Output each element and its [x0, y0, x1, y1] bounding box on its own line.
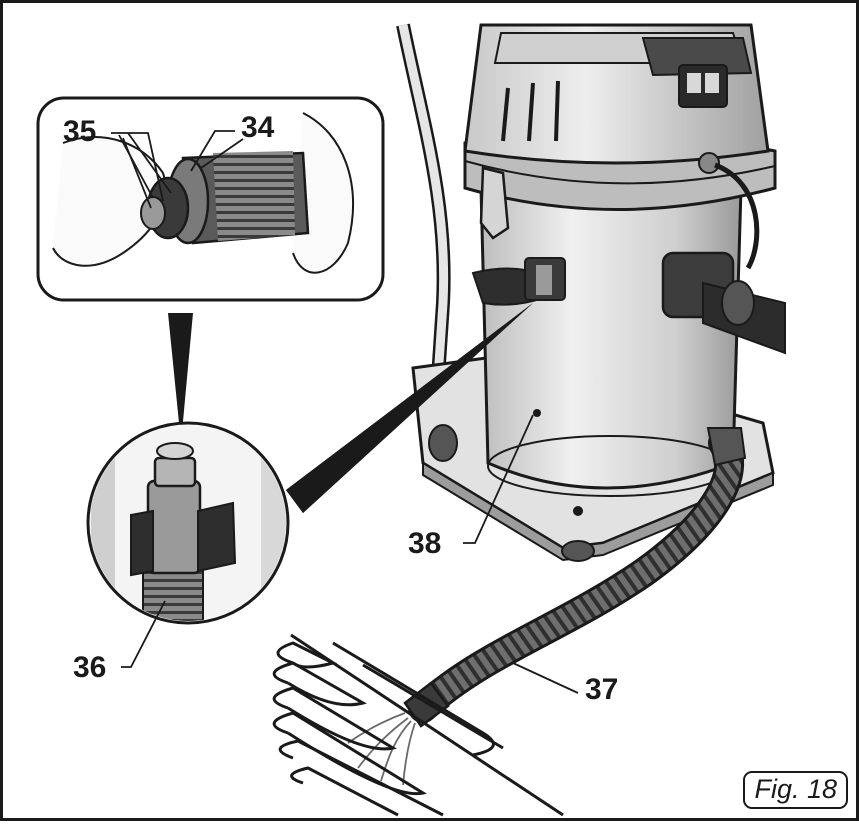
inset-hose-detail [86, 421, 290, 625]
tank-clamp [479, 166, 510, 240]
callout-37: 37 [585, 673, 619, 706]
hose-holder [471, 257, 566, 306]
vacuum-tank [479, 186, 743, 497]
figure-label: Fig. 18 [743, 771, 848, 809]
callout-36: 36 [73, 651, 107, 684]
power-cord [714, 162, 760, 270]
suction-intake [661, 251, 786, 355]
leader-lines [111, 130, 579, 694]
floor-drain [272, 633, 564, 817]
vacuum-illustration [36, 23, 786, 817]
inset-pointer [168, 313, 193, 443]
drain-hose-coupling [706, 427, 747, 467]
callout-38: 38 [408, 527, 442, 560]
inset-cap-detail [36, 96, 385, 302]
motor-head [463, 23, 770, 174]
callout-34: 34 [241, 111, 275, 144]
callout-35: 35 [63, 115, 97, 148]
